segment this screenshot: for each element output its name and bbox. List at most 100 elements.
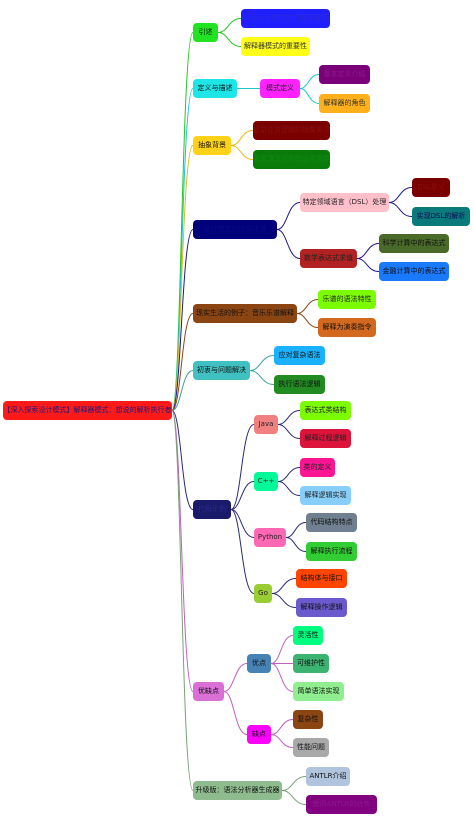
branch-4-1-label: 特定领域语言（DSL）处理 [302, 198, 387, 206]
branch-9-1[interactable]: ANTLR介绍 [306, 767, 350, 786]
connector-line-13 [388, 202, 413, 217]
branch-1-label: 引述 [198, 28, 213, 36]
connector-line-22 [249, 370, 275, 385]
branch-1[interactable]: 引述 [193, 23, 218, 42]
connector-line-7 [171, 145, 194, 411]
branch-7-3-label: Python [257, 533, 283, 541]
branch-4-2-2-label: 金融计算中的表达式 [382, 267, 446, 275]
connector-line-29 [277, 481, 301, 496]
branch-7-2-1[interactable]: 类的定义 [300, 458, 335, 477]
branch-6-1[interactable]: 应对复杂语法 [274, 346, 325, 365]
branch-7-label: 代码示例 [198, 505, 226, 513]
branch-7-1-label: Java [258, 420, 274, 428]
branch-8-2-2-label: 性能问题 [297, 743, 325, 751]
connector-line-37 [223, 663, 248, 692]
branch-7-2-2[interactable]: 解释逻辑实现 [300, 486, 351, 505]
branch-2-1-label: 模式定义 [266, 84, 294, 92]
branch-1-1-label: 什么是设计模式中的解释器模式 [241, 14, 330, 22]
branch-7-4-1[interactable]: 结构体与接口 [296, 569, 347, 588]
connector-line-21 [249, 355, 275, 371]
branch-7[interactable]: 代码示例 [193, 500, 231, 519]
branch-4-1[interactable]: 特定领域语言（DSL）处理 [300, 193, 389, 212]
connector-line-19 [296, 313, 319, 328]
branch-6-2[interactable]: 执行语法逻辑 [274, 375, 325, 394]
branch-4-2-2[interactable]: 金融计算中的表达式 [379, 262, 449, 281]
branch-7-4-2[interactable]: 解释操作逻辑 [296, 598, 347, 617]
branch-6-1-label: 应对复杂语法 [278, 351, 321, 359]
branch-5-1[interactable]: 乐谱的语法特性 [318, 290, 376, 309]
branch-7-3[interactable]: Python [254, 528, 286, 547]
connector-line-9 [230, 145, 254, 160]
branch-8-1-label: 优点 [252, 659, 266, 667]
branch-7-3-2[interactable]: 解释执行流程 [306, 542, 357, 561]
branch-8-1-1[interactable]: 灵活性 [293, 626, 323, 645]
branch-4-2-label: 数学表达式求值 [304, 254, 353, 262]
branch-2[interactable]: 定义与描述 [193, 79, 237, 98]
connector-line-2 [217, 32, 242, 47]
root-node-label: 【深入探索设计模式】解释器模式：想说的解析执行者 [3, 406, 172, 414]
branch-7-2-label: C++ [257, 477, 275, 485]
branch-3-label: 抽象背景 [198, 141, 226, 149]
branch-3-1[interactable]: 复杂业务逻辑的抽象需求 [253, 121, 330, 140]
branch-7-1-1[interactable]: 表达式类结构 [300, 401, 351, 420]
branch-1-1[interactable]: 什么是设计模式中的解释器模式 [241, 9, 330, 28]
branch-8-1-1-label: 灵活性 [297, 631, 319, 639]
connector-line-24 [230, 424, 255, 510]
branch-9[interactable]: 升级版：语法分析器生成器 [193, 781, 282, 800]
connector-line-30 [230, 509, 255, 538]
branch-2-1[interactable]: 模式定义 [260, 79, 300, 98]
connector-line-38 [270, 635, 294, 664]
branch-4-1-1[interactable]: DSL意义 [412, 178, 450, 197]
connector-line-41 [223, 691, 248, 735]
branch-3-2-label: 简单语法规则的运用需要 [253, 155, 330, 163]
branch-6-2-label: 执行语法逻辑 [278, 380, 321, 388]
branch-4-2[interactable]: 数学表达式求值 [300, 249, 357, 268]
branch-3[interactable]: 抽象背景 [193, 136, 231, 155]
branch-8-1-2-label: 可维护性 [297, 659, 325, 667]
branch-4-1-2-label: 实现DSL的解析 [416, 212, 466, 220]
branch-4-1-2[interactable]: 实现DSL的解析 [412, 207, 470, 226]
branch-8-2-1[interactable]: 复杂性 [293, 710, 323, 729]
branch-7-3-2-label: 解释执行流程 [310, 547, 353, 555]
branch-7-3-1-label: 代码结构特点 [310, 518, 353, 526]
branch-7-4-1-label: 结构体与接口 [300, 574, 343, 582]
branch-2-1-2[interactable]: 解释器的角色 [319, 94, 370, 113]
branch-9-2[interactable]: 使用ANTLR的优势 [306, 795, 377, 814]
branch-8-1-2[interactable]: 可维护性 [293, 654, 329, 673]
branch-6[interactable]: 初衷与问题解决 [193, 361, 250, 380]
branch-5-2-label: 解释为演奏指令 [322, 323, 372, 331]
connector-line-18 [296, 299, 319, 314]
branch-1-2[interactable]: 解释器模式的重要性 [241, 37, 310, 56]
branch-4-2-1[interactable]: 科学计算中的表达式 [379, 234, 449, 253]
branch-8-1-3[interactable]: 简单语法实现 [293, 682, 344, 701]
connector-line-14 [276, 229, 301, 259]
connector-line-8 [230, 130, 254, 146]
branch-2-1-1-label: 基本定义介绍 [323, 70, 366, 78]
branch-5[interactable]: 现实生活的例子：音乐乐谱解释 [193, 304, 297, 323]
connector-line-43 [270, 734, 294, 748]
branch-7-1-2[interactable]: 解释过程逻辑 [300, 429, 351, 448]
branch-2-1-2-label: 解释器的角色 [323, 99, 366, 107]
connector-line-31 [285, 522, 307, 538]
branch-4[interactable]: 设计模式的应用场景 [193, 220, 277, 239]
branch-8-2[interactable]: 缺点 [247, 725, 271, 744]
branch-2-1-1[interactable]: 基本定义介绍 [319, 65, 370, 84]
connector-line-36 [171, 410, 194, 692]
connector-line-34 [271, 578, 297, 594]
branch-8[interactable]: 优缺点 [193, 682, 224, 701]
root-node[interactable]: 【深入探索设计模式】解释器模式：想说的解析执行者 [3, 401, 172, 420]
branch-7-4[interactable]: Go [254, 584, 272, 603]
branch-7-1[interactable]: Java [254, 415, 278, 434]
connector-line-1 [217, 18, 242, 33]
connector-line-6 [299, 88, 320, 104]
connector-line-32 [285, 537, 307, 552]
branch-9-2-label: 使用ANTLR的优势 [312, 800, 371, 808]
branch-8-2-2[interactable]: 性能问题 [293, 738, 329, 757]
branch-7-3-1[interactable]: 代码结构特点 [306, 513, 357, 532]
branch-3-2[interactable]: 简单语法规则的运用需要 [253, 150, 330, 169]
branch-5-2[interactable]: 解释为演奏指令 [318, 318, 376, 337]
branch-8-1[interactable]: 优点 [247, 654, 271, 673]
branch-7-2[interactable]: C++ [254, 472, 278, 491]
connector-line-33 [230, 509, 255, 594]
